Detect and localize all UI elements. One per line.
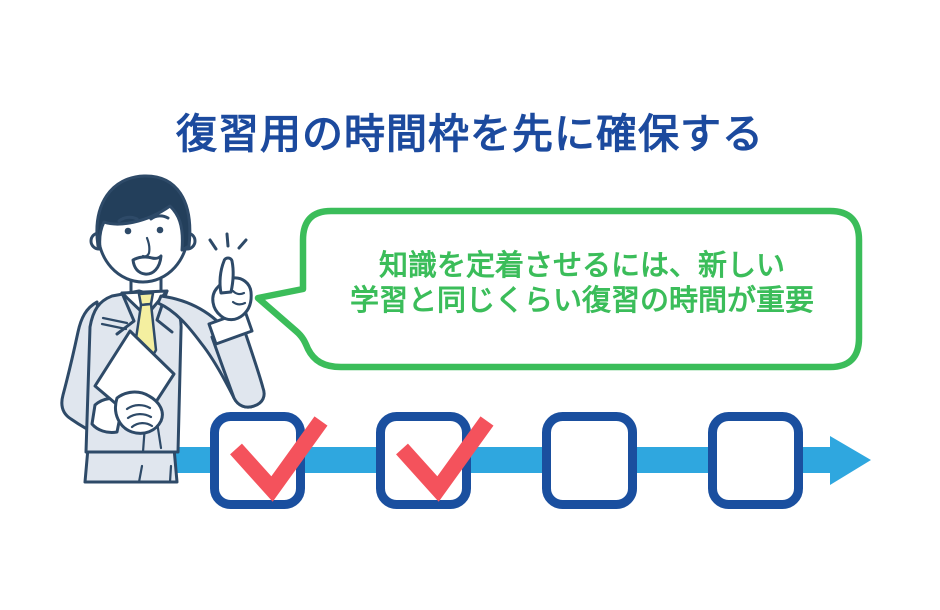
page-title: 復習用の時間枠を先に確保する <box>176 111 764 157</box>
checkbox-4 <box>708 412 803 509</box>
timeline-checkboxes <box>210 412 803 509</box>
left-eye <box>124 227 132 235</box>
speech-bubble-text: 知識を定着させるには、新しい 学習と同じくらい復習の時間が重要 <box>303 249 861 319</box>
businessman-illustration <box>60 174 266 484</box>
pointing-arm <box>156 256 266 409</box>
sparkle-marks-icon <box>208 232 248 251</box>
checkmark-1 <box>230 416 328 502</box>
hair <box>95 174 192 252</box>
timeline-arrow <box>160 436 871 485</box>
clipboard <box>90 329 176 435</box>
chest-pocket <box>100 316 129 331</box>
face <box>89 174 197 284</box>
right-eye <box>156 226 164 234</box>
eyebrows <box>117 214 170 223</box>
checkmark-2 <box>396 416 494 502</box>
mouth <box>131 254 163 276</box>
speech-line-1: 知識を定着させるには、新しい <box>378 250 785 282</box>
checkbox-3 <box>542 412 637 509</box>
arrow-right-icon <box>160 436 871 485</box>
speech-bubble <box>254 207 863 371</box>
gripping-hand <box>114 390 164 435</box>
speech-line-2: 学習と同じくらい復習の時間が重要 <box>349 285 814 317</box>
